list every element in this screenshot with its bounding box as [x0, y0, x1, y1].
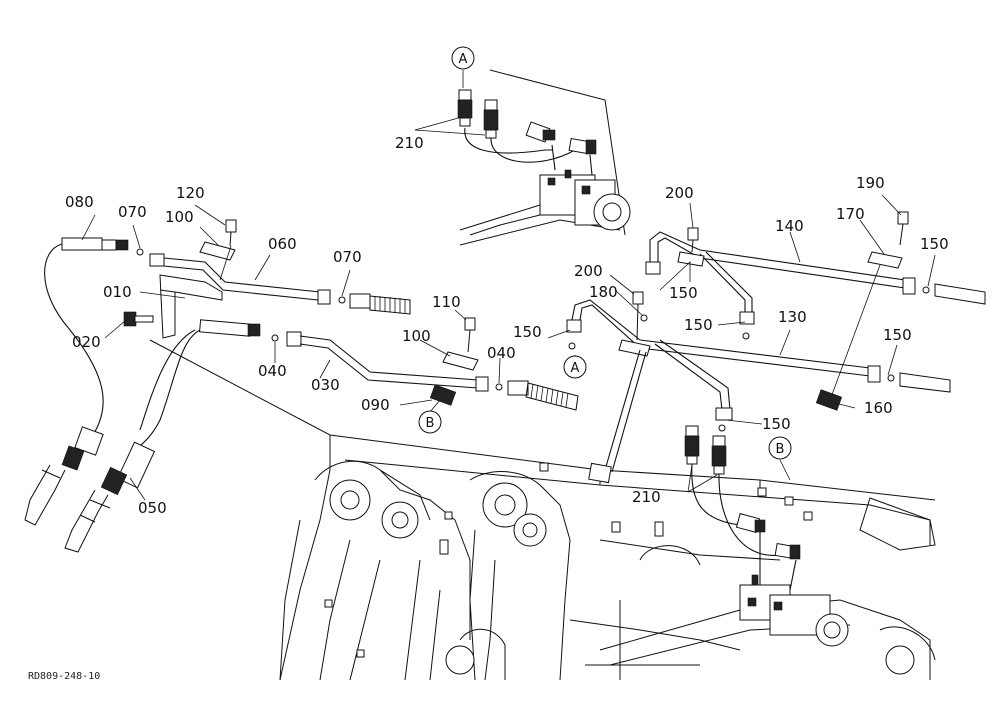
part-labels: 210 080 070 120 100 060 070 010 020 110 …	[65, 134, 949, 517]
label-070-left: 070	[118, 203, 147, 221]
svg-text:B: B	[426, 416, 435, 431]
label-100-top: 100	[165, 208, 194, 226]
hose-210-top-assembly	[414, 89, 597, 176]
svg-text:A: A	[571, 361, 580, 376]
top-control-valve	[459, 69, 631, 246]
label-150-c: 150	[513, 323, 542, 341]
label-160: 160	[864, 399, 893, 417]
label-200-top: 200	[665, 184, 694, 202]
leader-lines	[81, 70, 936, 501]
label-200-mid: 200	[574, 262, 603, 280]
label-110: 110	[432, 293, 461, 311]
label-040-right: 040	[487, 344, 516, 362]
label-150-f: 150	[762, 415, 791, 433]
label-010: 010	[103, 283, 132, 301]
left-pipe-group	[24, 219, 579, 553]
label-060: 060	[268, 235, 297, 253]
label-150-b: 150	[669, 284, 698, 302]
label-100-mid: 100	[402, 327, 431, 345]
label-190: 190	[856, 174, 885, 192]
label-040-left: 040	[258, 362, 287, 380]
drawing-code: RD809-248-10	[28, 671, 100, 682]
label-140: 140	[775, 217, 804, 235]
label-070-right: 070	[333, 248, 362, 266]
label-150-e: 150	[883, 326, 912, 344]
label-150-d: 150	[684, 316, 713, 334]
label-170: 170	[836, 205, 865, 223]
o-rings	[568, 332, 750, 432]
ref-circle-a-mid: A	[563, 355, 587, 379]
label-180: 180	[589, 283, 618, 301]
svg-text:B: B	[776, 442, 785, 457]
label-210-bottom: 210	[632, 488, 661, 506]
label-030: 030	[311, 376, 340, 394]
label-150-a: 150	[920, 235, 949, 253]
ref-circle-a-top: A	[451, 46, 475, 70]
label-090: 090	[361, 396, 390, 414]
svg-text:A: A	[459, 52, 468, 67]
label-130: 130	[778, 308, 807, 326]
ref-circle-b-left: B	[418, 410, 442, 434]
label-080: 080	[65, 193, 94, 211]
loader-boom-frame	[149, 339, 936, 681]
bottom-control-valve	[599, 574, 936, 680]
label-050: 050	[138, 499, 167, 517]
ref-circle-b-right: B	[768, 436, 792, 460]
label-020: 020	[72, 333, 101, 351]
right-pipe-group	[566, 211, 986, 591]
label-120: 120	[176, 184, 205, 202]
label-210-top: 210	[395, 134, 424, 152]
